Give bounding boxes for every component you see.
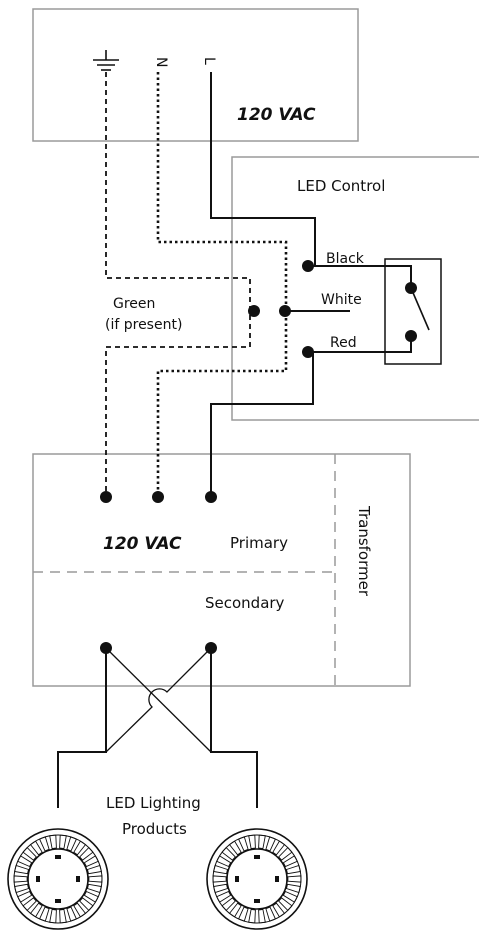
- supply-voltage: 120 VAC: [237, 105, 316, 125]
- ground-splice: [248, 305, 260, 317]
- supply-box: [32, 8, 359, 142]
- black-wire: [308, 265, 412, 286]
- line-label: L: [201, 57, 217, 65]
- switch-bottom-contact: [405, 330, 417, 342]
- red-terminal: [302, 346, 314, 358]
- switch-frame: [384, 258, 442, 365]
- left-output-wire: [57, 648, 107, 808]
- switch-lever: [410, 287, 430, 331]
- cross-wire-b: [105, 647, 212, 753]
- white-splice: [279, 305, 291, 317]
- primary-label: Primary: [230, 534, 288, 552]
- red-load-wire: [210, 352, 314, 497]
- transformer-title: Transformer: [355, 505, 373, 597]
- transformer-box: [32, 453, 411, 687]
- transformer-ground-terminal: [100, 491, 112, 503]
- lights-label-line1: LED Lighting: [106, 794, 201, 812]
- switch-top-contact: [405, 282, 417, 294]
- black-terminal: [302, 260, 314, 272]
- cross-wire-a: [105, 647, 212, 753]
- black-label: Black: [326, 251, 365, 267]
- line-wire: [210, 72, 316, 266]
- red-label: Red: [330, 335, 357, 351]
- ground-wire: [105, 72, 251, 497]
- green-note: (if present): [105, 317, 182, 333]
- led-control-box: [231, 156, 479, 421]
- green-label: Green: [113, 296, 155, 312]
- right-output-wire: [210, 648, 258, 808]
- neutral-label: N: [153, 57, 169, 67]
- transformer-voltage: 120 VAC: [103, 534, 182, 554]
- secondary-label: Secondary: [205, 594, 285, 612]
- led-control-title: LED Control: [297, 177, 385, 195]
- led-bulb-icon: [7, 828, 109, 930]
- white-label: White: [321, 292, 362, 308]
- ground-icon: [93, 50, 119, 71]
- transformer-neutral-terminal: [152, 491, 164, 503]
- transformer-line-terminal: [205, 491, 217, 503]
- led-bulb-icon: [206, 828, 308, 930]
- lights-label-line2: Products: [122, 820, 187, 838]
